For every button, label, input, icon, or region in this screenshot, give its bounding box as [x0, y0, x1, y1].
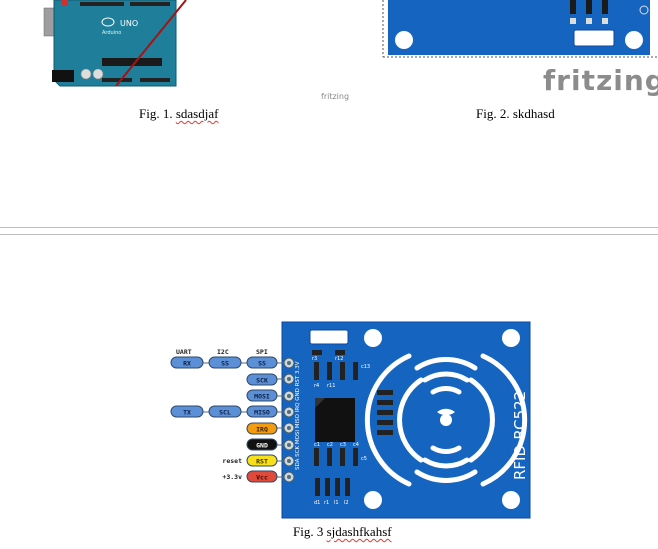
pin-label-miso: MISO	[254, 409, 270, 417]
component-label: l1	[334, 500, 339, 506]
page-divider	[0, 227, 658, 228]
side-label-reset: reset	[222, 457, 242, 465]
component-label: r1	[324, 500, 329, 506]
component-label: c4	[353, 442, 359, 448]
figure-1-caption-name: sdasdjaf	[175, 106, 219, 121]
component-label: r12	[335, 356, 343, 362]
rfid-pinout-diagram: RX SS SS SCK MOSI TX SCL MISO IRQ GND RS…	[170, 321, 531, 519]
page-divider	[0, 234, 658, 235]
component-label: l2	[344, 500, 349, 506]
component-label: r11	[327, 383, 335, 389]
component-label: r3	[312, 356, 317, 362]
pin-label-i2c-ss: SS	[221, 360, 229, 368]
side-label-voltage: +3.3v	[222, 473, 242, 481]
header-label-i2c: I2C	[217, 348, 229, 356]
figure-3-caption: Fig. 3 sjdashfkahsf	[293, 524, 392, 540]
figure-3-caption-name: sjdashfkahsf	[326, 524, 392, 539]
pin-label-gnd: GND	[256, 442, 268, 450]
arduino-board-illustration: UNO Arduino	[43, 0, 187, 87]
pin-label-uart-tx: TX	[183, 409, 191, 417]
header-label-spi: SPI	[256, 348, 268, 356]
pin-label-irq: IRQ	[256, 426, 268, 434]
figure-2-caption: Fig. 2. skdhasd	[476, 106, 555, 121]
component-label: r4	[314, 383, 319, 389]
module-label: RFID-RC522	[511, 391, 529, 480]
figure-1-caption: Fig. 1. sdasdjaf	[139, 106, 218, 122]
component-label: c2	[327, 442, 333, 448]
pin-label-spi-ss: SS	[258, 360, 266, 368]
component-label: c13	[361, 364, 370, 370]
figure-1-caption-prefix: Fig. 1.	[139, 106, 176, 121]
pin-label-i2c-scl: SCL	[219, 409, 231, 417]
figure-3-caption-prefix: Fig. 3	[293, 524, 327, 539]
pin-label-mosi: MOSI	[254, 393, 270, 401]
board-logo-text: UNO	[120, 19, 138, 28]
component-label: c5	[361, 456, 367, 462]
board-pin-silkscreen: SDA SCK MOSI MISO IRQ GND RST 3.3V	[295, 361, 301, 470]
pin-label-rst: RST	[256, 458, 268, 466]
fritzing-watermark-small: fritzing	[321, 92, 350, 101]
component-label: c1	[314, 442, 320, 448]
pin-label-vcc: Vcc	[256, 474, 268, 482]
board-logo-subtext: Arduino	[102, 30, 121, 36]
fritzing-watermark-large: fritzing	[543, 64, 658, 97]
component-label: c3	[340, 442, 346, 448]
rfid-board-crop-illustration	[382, 0, 657, 58]
header-label-uart: UART	[176, 348, 192, 356]
component-label: d1	[314, 500, 320, 506]
pin-label-uart-rx: RX	[183, 360, 191, 368]
pin-label-sck: SCK	[256, 377, 268, 385]
